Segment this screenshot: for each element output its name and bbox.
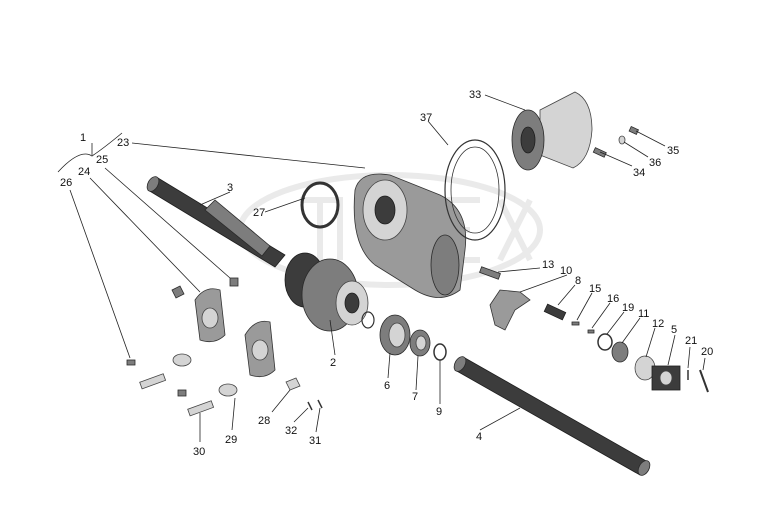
bearing-cap-right [244, 320, 276, 378]
label-2: 2 [330, 357, 336, 369]
o-ring [597, 333, 613, 351]
label-30: 30 [193, 446, 205, 458]
label-28: 28 [258, 415, 270, 427]
cotter-32 [307, 401, 313, 411]
label-31: 31 [309, 435, 321, 447]
pin-16 [587, 329, 595, 334]
label-29: 29 [225, 434, 237, 446]
label-36: 36 [649, 157, 661, 169]
label-4: 4 [476, 431, 482, 443]
label-19: 19 [622, 302, 634, 314]
label-26: 26 [60, 177, 72, 189]
washer-small [618, 135, 626, 145]
bevel-gear [511, 91, 593, 171]
wire-20 [699, 369, 709, 393]
bolt-small [628, 125, 640, 135]
pin-30b [187, 400, 215, 417]
part-labels: 1 2 3 4 5 6 7 8 9 10 11 12 13 15 16 19 2… [60, 89, 713, 458]
pin-30c [177, 389, 187, 397]
label-25: 25 [96, 154, 108, 166]
label-10: 10 [560, 265, 572, 277]
label-15: 15 [589, 283, 601, 295]
label-13: 13 [542, 259, 554, 271]
label-1: 1 [80, 132, 86, 144]
axle-shaft-left [146, 176, 286, 268]
assembly-bracket [57, 132, 123, 173]
label-24: 24 [78, 166, 90, 178]
label-27: 27 [253, 207, 265, 219]
label-8: 8 [575, 275, 581, 287]
lock-plate [285, 377, 301, 391]
clip-a [171, 285, 185, 299]
label-5: 5 [671, 324, 677, 336]
axle-shaft-right [453, 356, 651, 476]
label-6: 6 [384, 380, 390, 392]
label-23: 23 [117, 137, 129, 149]
cotter-31 [317, 399, 323, 409]
leader-lines [69, 94, 706, 442]
label-21: 21 [685, 335, 697, 347]
pin [592, 147, 607, 158]
bearing-cap-left [194, 288, 226, 343]
label-34: 34 [633, 167, 645, 179]
washer-a [172, 353, 192, 367]
label-35: 35 [667, 145, 679, 157]
washer-b [218, 383, 238, 397]
label-9: 9 [436, 406, 442, 418]
sensor-block [651, 365, 681, 391]
nut [611, 341, 629, 363]
bolt [543, 303, 567, 321]
label-3: 3 [227, 182, 233, 194]
bolt-25 [229, 277, 239, 287]
axle-housing [353, 173, 467, 298]
label-11: 11 [638, 308, 649, 320]
label-32: 32 [285, 425, 297, 437]
label-20: 20 [701, 346, 713, 358]
bearing-race [409, 329, 431, 357]
ring-small [361, 311, 375, 329]
pin-30a [139, 373, 167, 390]
shift-fork [479, 266, 531, 331]
retaining-ring [300, 181, 340, 229]
cotter-26 [126, 359, 136, 366]
snap-ring [433, 343, 447, 361]
gasket [444, 139, 506, 241]
bearing [379, 314, 411, 356]
label-33: 33 [469, 89, 481, 101]
label-12: 12 [652, 318, 664, 330]
label-7: 7 [412, 391, 418, 403]
label-16: 16 [607, 293, 619, 305]
pin-15 [571, 321, 580, 326]
label-37: 37 [420, 112, 432, 124]
differential-gear [284, 252, 369, 332]
